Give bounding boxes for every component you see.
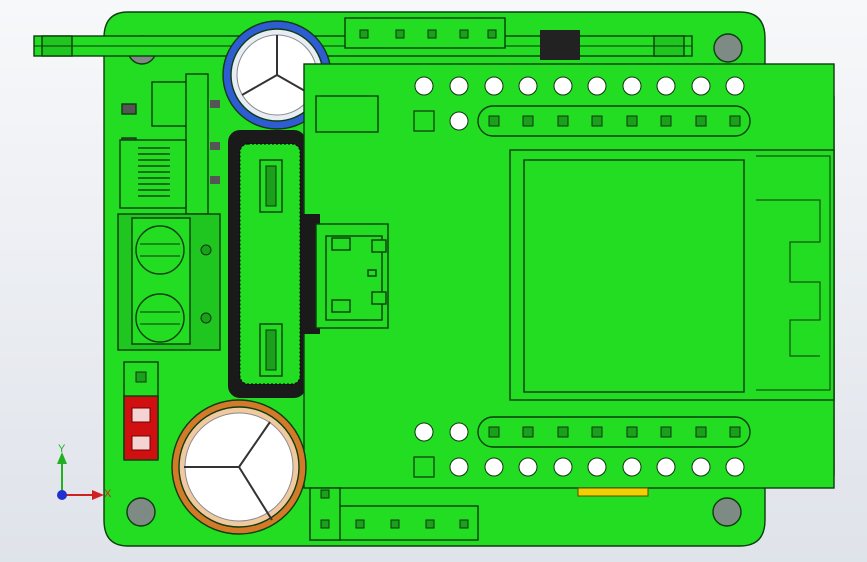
usb-c-connector — [302, 214, 389, 334]
bottom-header — [309, 487, 479, 541]
inductor-assembly — [119, 73, 220, 215]
header-bottom-row-1 — [414, 416, 751, 448]
screw-terminal — [117, 213, 221, 351]
triad-x-label: X — [104, 488, 112, 500]
solder-pads — [577, 487, 649, 497]
triad-y-label: Y — [58, 443, 66, 455]
orientation-triad: Y X — [57, 443, 112, 500]
z-axis-dot — [57, 490, 67, 500]
capacitor-large — [171, 399, 307, 535]
top-header-connector — [344, 17, 506, 49]
header-top-row-2 — [413, 105, 751, 137]
y-arrow-icon — [57, 452, 67, 464]
header-bottom-row-2 — [413, 456, 745, 478]
x-arrow-icon — [92, 490, 104, 500]
dark-component — [540, 30, 580, 60]
fuse — [123, 361, 159, 461]
header-top-row-1 — [414, 76, 745, 96]
shield-frame — [228, 130, 306, 398]
